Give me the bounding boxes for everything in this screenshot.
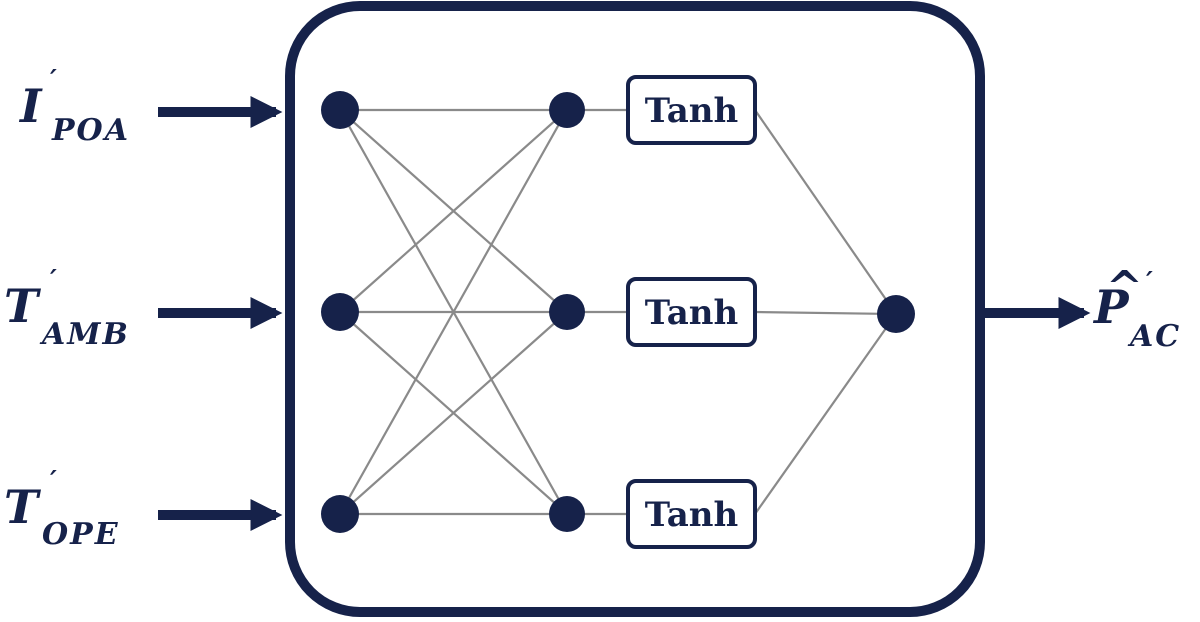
input-subscript-3: OPE <box>42 517 120 552</box>
input-symbol-2: T <box>4 279 42 333</box>
input-prime-1: ′ <box>50 65 57 95</box>
activation-box-1: Tanh <box>626 75 757 145</box>
input-node-2 <box>321 293 359 331</box>
output-label: P ^ ′ AC <box>1092 262 1181 354</box>
activation-label-1: Tanh <box>645 91 739 131</box>
activation-box-2: Tanh <box>626 277 757 347</box>
hidden-node-2 <box>549 294 585 330</box>
input-label-2: T ′ AMB <box>4 265 130 352</box>
hidden-node-3 <box>549 496 585 532</box>
input-symbol-1: I <box>18 79 43 133</box>
input-subscript-1: POA <box>51 113 130 148</box>
output-subscript: AC <box>1127 319 1181 354</box>
activation-label-2: Tanh <box>645 293 739 333</box>
input-label-1: I ′ POA <box>18 65 130 148</box>
input-label-3: T ′ OPE <box>4 466 120 552</box>
hidden-node-1 <box>549 92 585 128</box>
activation-to-output-connections <box>754 109 897 515</box>
activation-label-3: Tanh <box>645 495 739 535</box>
input-subscript-2: AMB <box>39 317 130 352</box>
output-prime: ′ <box>1146 267 1153 297</box>
output-hat: ^ <box>1106 262 1143 313</box>
input-symbol-3: T <box>4 480 42 534</box>
input-to-hidden-connections <box>339 108 568 516</box>
activation-box-3: Tanh <box>626 479 757 549</box>
output-symbol: P <box>1092 280 1130 334</box>
output-node <box>877 295 915 333</box>
input-node-3 <box>321 495 359 533</box>
input-prime-2: ′ <box>50 265 57 295</box>
input-node-1 <box>321 91 359 129</box>
input-prime-3: ′ <box>50 466 57 496</box>
